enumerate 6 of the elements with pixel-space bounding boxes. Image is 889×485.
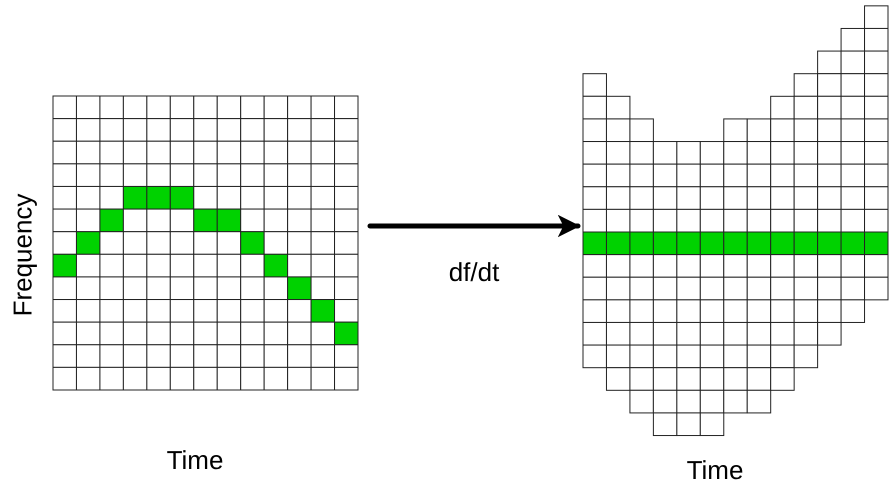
arrow — [368, 214, 580, 238]
y-axis-label: Frequency — [9, 194, 35, 316]
x-axis-label: Time — [166, 447, 224, 473]
spectrogram-grid — [583, 6, 888, 437]
spectrogram-grid — [53, 96, 358, 390]
x-axis-label: Time — [686, 457, 744, 483]
